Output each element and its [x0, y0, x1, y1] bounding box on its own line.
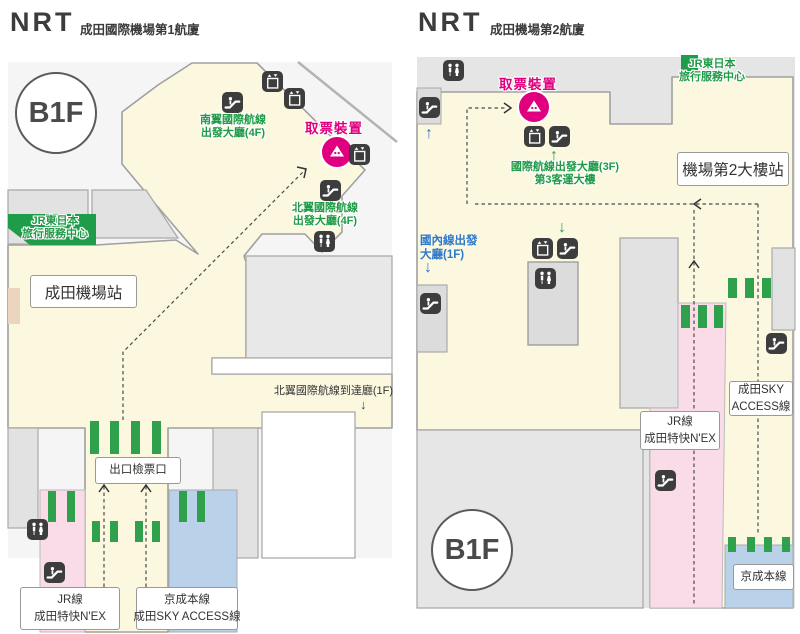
sky-access-line-label: 成田SKY ACCESS線 — [729, 381, 793, 416]
arrival-down-arrow: ↓ — [360, 397, 367, 412]
escalator-icon — [655, 470, 676, 491]
blue-up-arrow: ↑ — [425, 125, 433, 142]
elevator-icon — [532, 238, 553, 259]
right-map-floor — [416, 55, 796, 609]
escalator-icon — [419, 97, 440, 118]
tan-block — [8, 288, 20, 324]
exit-gates — [48, 421, 205, 542]
left-route-arrowheads — [98, 166, 307, 493]
right-walking-routes — [466, 107, 759, 605]
right-route-arrowheads — [503, 102, 702, 269]
right-ticket-machine-label: 取票裝置 — [499, 77, 557, 92]
restroom-icon — [314, 231, 335, 252]
left-jr-travel-center-label: JR東日本 旅行服務中心 — [22, 215, 88, 241]
jr-office-block — [681, 55, 698, 77]
right-floor-badge: B1F — [431, 509, 513, 591]
left-map-title: 成田國際機場第1航廈 — [80, 23, 200, 37]
exit-gate-label: 出口檢票口 — [95, 457, 181, 484]
escalator-icon — [44, 562, 65, 583]
terminal2-station-label: 機場第2大樓站 — [677, 152, 789, 186]
south-wing-departure-label: 南翼國際航線 出發大廳(4F) — [200, 114, 266, 140]
elevator-icon — [349, 144, 370, 165]
north-wing-departure-label: 北翼國際航線 出發大廳(4F) — [292, 202, 358, 228]
escalator-icon — [222, 92, 243, 113]
elevator-icon — [284, 88, 305, 109]
right-jr-travel-center-label: JR東日本 旅行服務中心 — [679, 58, 745, 84]
jr-platform-right — [649, 302, 727, 609]
blue-down-arrow: ↓ — [424, 259, 432, 276]
green-down-arrow: ↓ — [558, 219, 566, 236]
domestic-departure-label: 國內線出發 大廳(1F) — [420, 235, 478, 262]
escalator-icon — [549, 126, 570, 147]
restroom-icon — [535, 268, 556, 289]
restroom-icon — [27, 519, 48, 540]
left-jr-line-label: JR線 成田特快N'EX — [20, 587, 120, 630]
elevator-icon — [262, 71, 283, 92]
left-keisei-line-label: 京成本線 成田SKY ACCESS線 — [133, 587, 241, 630]
escalator-icon — [420, 293, 441, 314]
elevator-icon — [524, 126, 545, 147]
left-ticket-machine-label: 取票裝置 — [305, 121, 363, 136]
escalator-icon — [557, 238, 578, 259]
escalator-icon — [320, 180, 341, 201]
right-keisei-line-label: 京成本線 — [733, 564, 794, 590]
left-airport-code: NRT — [10, 7, 75, 37]
green-up-arrow: ↑ — [550, 147, 558, 164]
right-gates — [681, 278, 790, 552]
right-map-title: 成田機場第2航廈 — [490, 23, 585, 37]
north-wing-arrival-label: 北翼國際航線到達廳(1F) — [273, 385, 393, 397]
right-airport-code: NRT — [418, 7, 483, 37]
escalator-icon — [766, 333, 787, 354]
intl-departure-label: 國際航線出發大廳(3F) 第3客運大樓 — [510, 161, 620, 187]
restroom-icon — [443, 60, 464, 81]
ticket-machine-icon — [517, 90, 551, 124]
narita-airport-station-label: 成田機場站 — [30, 275, 137, 308]
jr-travel-center-band — [8, 214, 96, 245]
left-floor-badge: B1F — [15, 72, 97, 154]
right-jr-line-label: JR線 成田特快N'EX — [640, 411, 720, 450]
